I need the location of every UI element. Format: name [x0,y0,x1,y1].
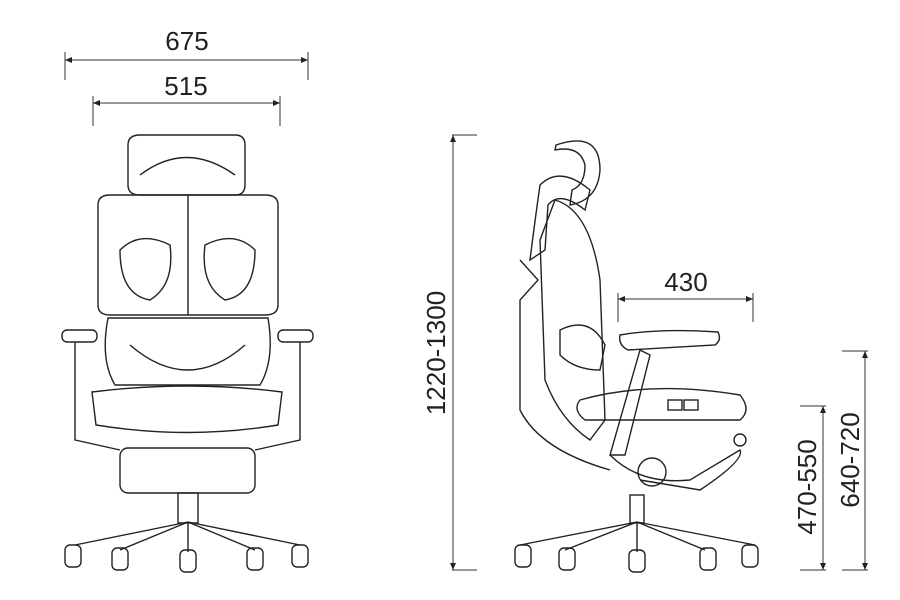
back-width-label: 515 [164,71,207,101]
base-front [74,521,301,552]
armrest-height-label: 640-720 [835,412,865,507]
dimension-overall-width: 675 [64,26,309,80]
dimension-armrest-height: 640-720 [835,350,868,571]
dimension-seat-depth: 430 [617,267,754,322]
armrest-side [618,329,721,351]
backrest-side [539,199,606,441]
tilt-knob [637,457,667,487]
dimension-seat-height: 470-550 [792,405,826,571]
armrest-right [277,329,314,343]
overall-height-label: 1220-1300 [421,291,451,415]
footrest-side [609,449,742,491]
headrest-front [127,134,246,196]
armrest-left [61,329,98,343]
casters-front [64,544,309,573]
footrest-front [119,447,256,494]
gas-lift-front [177,492,199,524]
seat-height-label: 470-550 [792,439,822,534]
chair-front-view [61,134,314,573]
overall-width-label: 675 [165,26,208,56]
dimension-back-width: 515 [92,71,281,126]
dimension-overall-height: 1220-1300 [421,134,477,571]
backrest-front [97,194,279,316]
chair-side-view [514,140,759,573]
seat-depth-label: 430 [664,267,707,297]
headrest-side [554,140,601,206]
arm-support-side [609,348,651,456]
gas-lift-side [629,494,645,524]
seat-side [576,387,747,421]
backframe-side [519,259,611,471]
casters-side [514,544,759,573]
lumbar-front [104,317,271,386]
seat-front [91,385,283,434]
base-side [519,521,756,552]
